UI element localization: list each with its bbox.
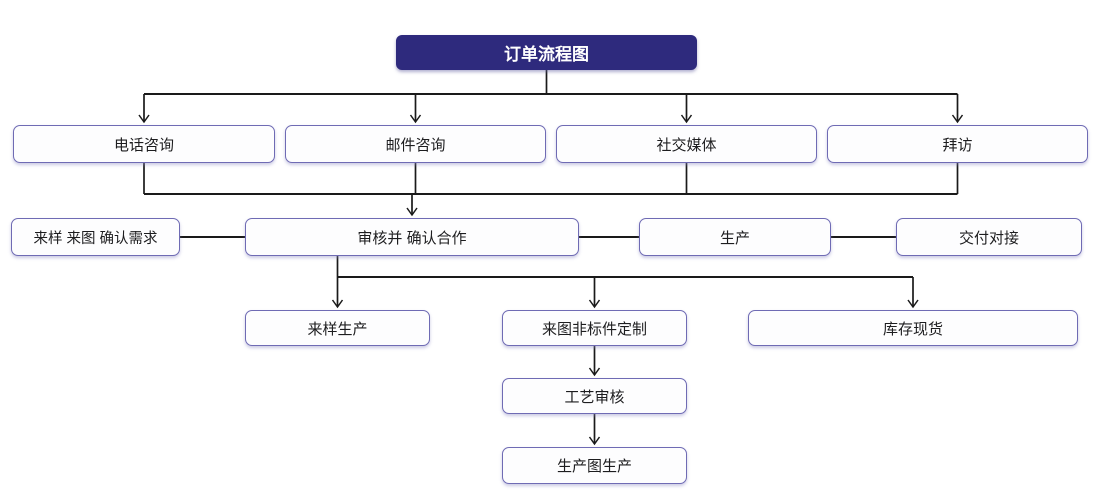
channel-merge-connectors (143, 163, 959, 217)
root-branch-connectors (138, 70, 964, 124)
node-visit: 拜访 (827, 125, 1088, 163)
node-social-media: 社交媒体 (556, 125, 817, 163)
node-production-drawing-production: 生产图生产 (502, 447, 687, 484)
node-review-confirm-cooperation: 审核并 确认合作 (245, 218, 579, 256)
node-email-inquiry: 邮件咨询 (285, 125, 546, 163)
node-phone-inquiry: 电话咨询 (13, 125, 275, 163)
node-custom-nonstandard-parts: 来图非标件定制 (502, 310, 687, 346)
node-sample-production: 来样生产 (245, 310, 430, 346)
node-stock-goods: 库存现货 (748, 310, 1078, 346)
node-order-flow-title: 订单流程图 (396, 35, 697, 70)
node-delivery-docking: 交付对接 (896, 218, 1082, 256)
review-branch-connectors (331, 256, 919, 309)
node-process-review: 工艺审核 (502, 378, 687, 414)
node-production: 生产 (639, 218, 831, 256)
node-sample-drawing-confirm-needs: 来样 来图 确认需求 (11, 218, 180, 256)
